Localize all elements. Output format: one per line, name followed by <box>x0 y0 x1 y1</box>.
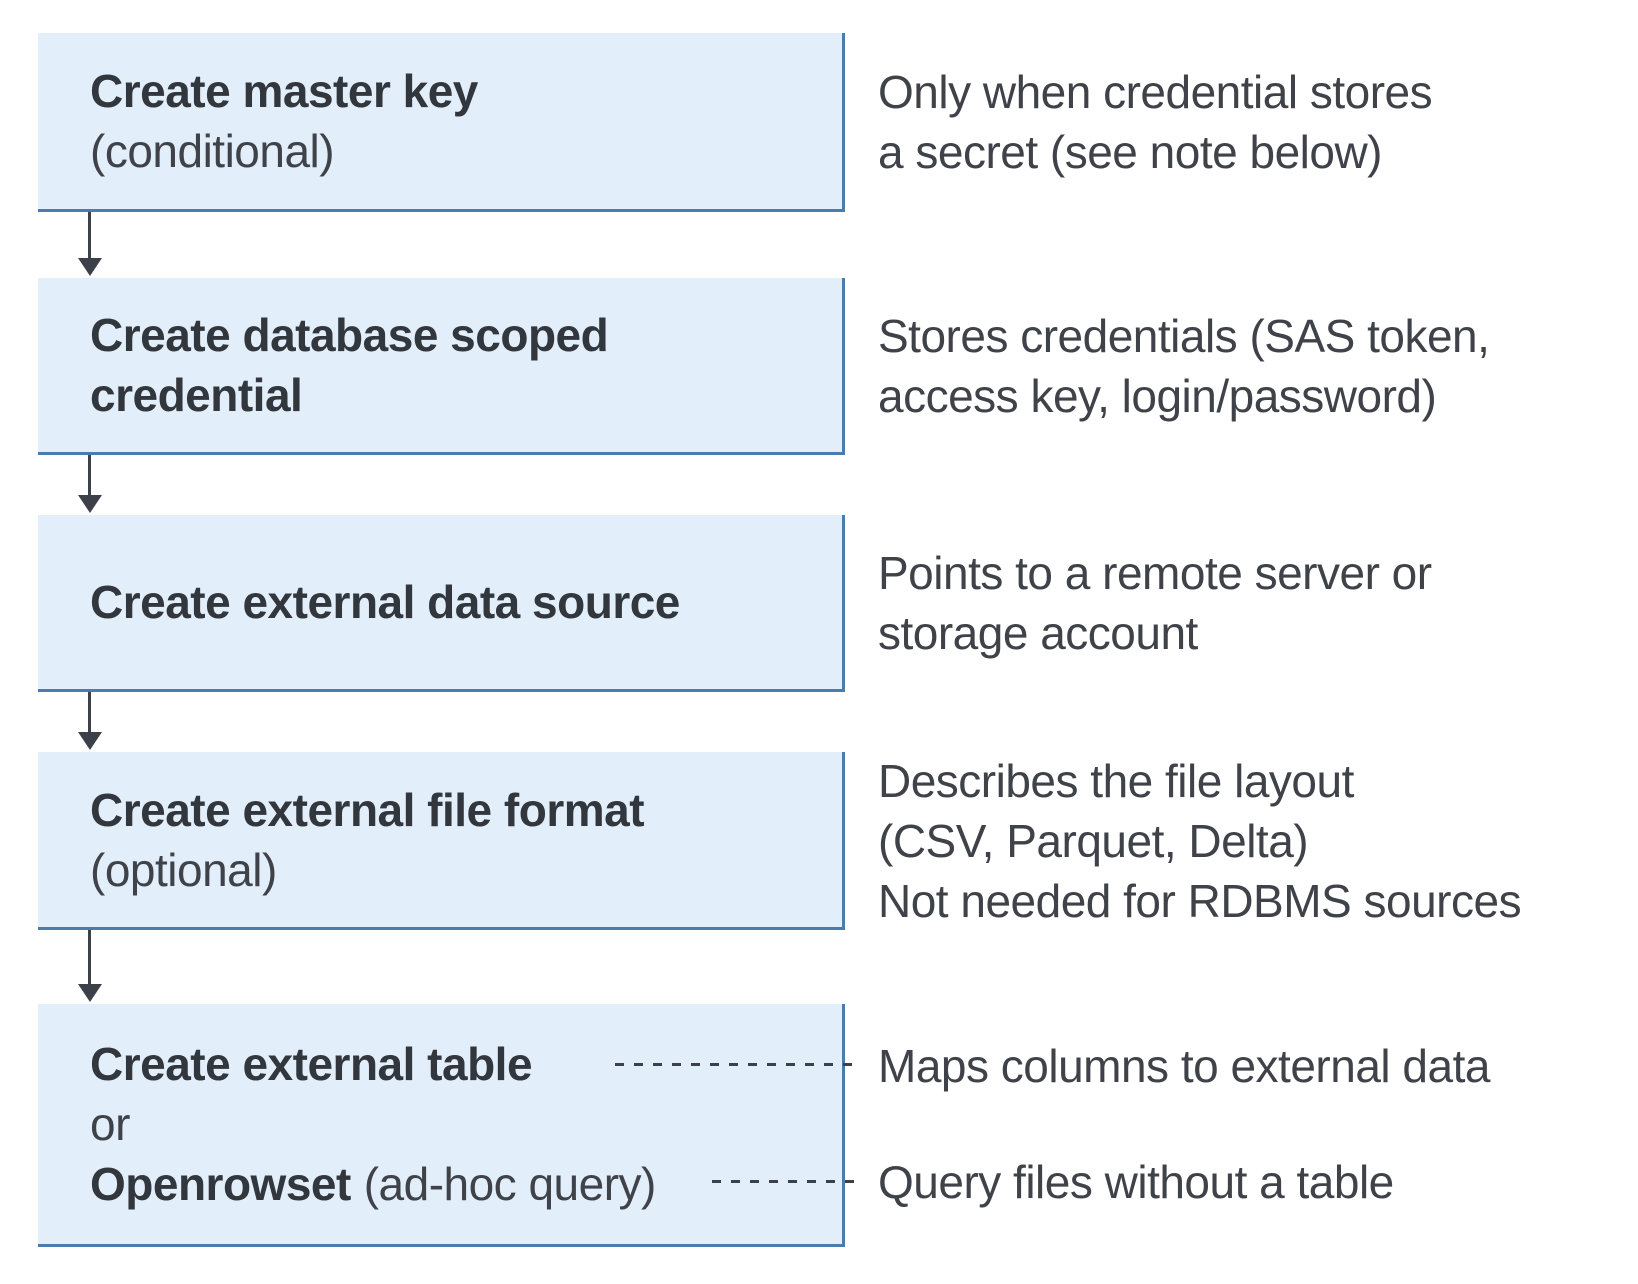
arrow-down-icon <box>78 692 102 750</box>
arrow-head <box>78 258 102 276</box>
arrow-head <box>78 984 102 1002</box>
annotation-line: Not needed for RDBMS sources <box>878 875 1522 927</box>
arrow-shaft <box>88 455 91 497</box>
step-title: Create external table <box>90 1038 533 1090</box>
step-title: Create external data source <box>90 576 680 628</box>
step-title: Create master key <box>90 65 478 117</box>
arrow-down-icon <box>78 212 102 276</box>
step-alt-suffix: (ad-hoc query) <box>363 1158 657 1210</box>
annotation-scoped-credential: Stores credentials (SAS token, access ke… <box>878 306 1490 426</box>
annotation-external-file-format: Describes the file layout (CSV, Parquet,… <box>878 751 1522 931</box>
annotation-line: Maps columns to external data <box>878 1040 1490 1092</box>
step-title: Create external file format <box>90 783 645 836</box>
annotation-line: Only when credential stores <box>878 66 1433 118</box>
dashed-connector-external-table <box>615 1063 860 1066</box>
arrow-down-icon <box>78 930 102 1002</box>
annotation-line: (CSV, Parquet, Delta) <box>878 815 1309 867</box>
flow-box-create-master-key: Create master key (conditional) <box>38 33 845 212</box>
flow-box-create-external-file-format: Create external file format (optional) <box>38 752 845 930</box>
arrow-down-icon <box>78 455 102 513</box>
flow-box-create-external-data-source: Create external data source <box>38 515 845 692</box>
annotation-openrowset: Query files without a table <box>878 1152 1394 1212</box>
arrow-head <box>78 732 102 750</box>
annotation-line: Query files without a table <box>878 1156 1394 1208</box>
annotation-master-key: Only when credential stores a secret (se… <box>878 62 1433 182</box>
flow-box-create-database-scoped-credential: Create database scoped credential <box>38 278 845 455</box>
annotation-external-data-source: Points to a remote server or storage acc… <box>878 543 1432 663</box>
arrow-shaft <box>88 212 91 260</box>
annotation-line: Describes the file layout <box>878 755 1354 807</box>
step-alt-title: Openrowset <box>90 1158 351 1210</box>
step-subtitle: (optional) <box>90 843 277 896</box>
flow-box-create-external-table-or-openrowset: Create external table or Openrowset(ad-h… <box>38 1004 845 1247</box>
step-conjunction: or <box>90 1098 130 1150</box>
annotation-external-table: Maps columns to external data <box>878 1036 1490 1096</box>
step-alt-line: Openrowset(ad-hoc query) <box>90 1154 814 1214</box>
annotation-line: Stores credentials (SAS token, <box>878 310 1490 362</box>
arrow-head <box>78 495 102 513</box>
annotation-line: access key, login/password) <box>878 370 1437 422</box>
dashed-connector-openrowset <box>712 1180 860 1183</box>
step-title: Create database scoped credential <box>90 309 609 421</box>
arrow-shaft <box>88 692 91 734</box>
arrow-shaft <box>88 930 91 986</box>
annotation-line: Points to a remote server or <box>878 547 1432 599</box>
annotation-line: a secret (see note below) <box>878 126 1383 178</box>
annotation-line: storage account <box>878 607 1198 659</box>
step-subtitle: (conditional) <box>90 125 335 177</box>
